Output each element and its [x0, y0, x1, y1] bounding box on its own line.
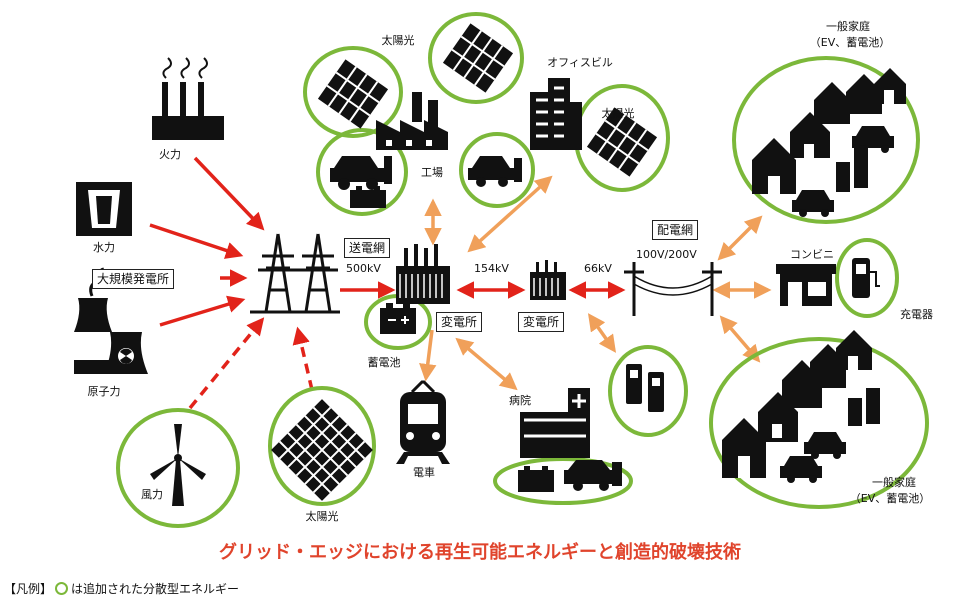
ring-home-bottom [709, 337, 929, 509]
ring-charger [835, 238, 899, 318]
legend: 【凡例】 は追加された分散型エネルギー [4, 580, 239, 597]
label-home-bottom-2: （EV、蓄電池） [849, 492, 931, 505]
ring-home-top [732, 56, 920, 224]
nuclear-plant-icon [74, 267, 148, 374]
label-154kv: 154kV [474, 262, 509, 275]
arrow-nuclear-to-grid [159, 295, 246, 327]
orange-arrows [419, 175, 772, 391]
label-office: オフィスビル [547, 56, 613, 69]
transmission-tower-icon [250, 233, 340, 314]
legend-prefix: 【凡例】 [4, 582, 53, 596]
label-solar-office: 太陽光 [601, 107, 635, 120]
ring-ev-charger [608, 345, 688, 437]
ring-hospital [493, 457, 633, 505]
label-factory: 工場 [421, 166, 443, 179]
label-solar-top: 太陽光 [381, 34, 415, 47]
factory-icon [376, 92, 448, 150]
utility-pole-icon [624, 262, 722, 316]
convenience-store-icon [776, 264, 836, 306]
arrow-office-sub [467, 175, 553, 253]
green-ring-icon [55, 582, 69, 595]
ring-factory-ev [316, 128, 408, 216]
legend-text: は追加された分散型エネルギー [71, 582, 240, 596]
arrow-sub-hospital [455, 337, 518, 391]
label-charger: 充電器 [900, 308, 933, 321]
label-battery: 蓄電池 [367, 356, 401, 369]
solar-panel-icon [271, 23, 658, 501]
label-conveni: コンビニ [790, 248, 834, 261]
label-solar-bottom: 太陽光 [305, 510, 339, 523]
label-hospital: 病院 [509, 394, 531, 407]
label-100v-200v: 100V/200V [636, 248, 697, 261]
label-substation-1: 変電所 [436, 312, 483, 332]
label-500kv: 500kV [346, 262, 381, 275]
label-wind: 風力 [141, 488, 163, 501]
label-66kv: 66kV [584, 262, 612, 275]
arrow-thermal-to-grid [193, 156, 265, 231]
wind-turbine-icon [150, 424, 206, 506]
label-hydro: 水力 [93, 241, 115, 254]
label-distribution: 配電網 [652, 220, 699, 240]
ring-factory-ev2 [459, 132, 535, 208]
label-thermal: 火力 [159, 148, 181, 161]
label-large-plant: 大規模発電所 [92, 269, 175, 289]
ev-charger-icon [626, 258, 880, 412]
hydro-dam-icon [76, 182, 132, 236]
train-icon [396, 380, 450, 464]
red-arrows [149, 156, 626, 410]
transformer-icon [396, 244, 566, 304]
label-train: 電車 [413, 466, 435, 479]
label-home-top-2: （EV、蓄電池） [809, 36, 891, 49]
diagram-caption: グリッド・エッジにおける再生可能エネルギーと創造的破壊技術 [219, 542, 741, 563]
ring-solar-top [428, 12, 524, 104]
ev-car-icon [330, 126, 894, 491]
hospital-icon [520, 388, 590, 458]
label-home-top-1: 一般家庭 [826, 20, 870, 33]
ring-solar-bottom [268, 386, 376, 506]
arrow-pole-home-top [717, 215, 763, 261]
arrow-wind-to-grid [188, 317, 265, 410]
thermal-plant-icon [152, 57, 224, 140]
distributed-energy-rings [116, 12, 929, 528]
office-building-icon [530, 78, 582, 150]
battery-icon [350, 148, 880, 492]
label-substation-2: 変電所 [518, 312, 565, 332]
arrow-sub-train [419, 329, 437, 382]
arrow-sub2-charger [587, 313, 617, 353]
ring-wind [116, 408, 240, 528]
label-transmission: 送電網 [344, 238, 391, 258]
arrow-solar-to-grid [292, 326, 314, 391]
ring-solar-factory [303, 46, 403, 138]
label-nuclear: 原子力 [87, 385, 121, 398]
label-home-bottom-1: 一般家庭 [872, 476, 916, 489]
arrow-hydro-to-grid [149, 223, 244, 259]
arrow-pole-home-bottom [719, 315, 761, 363]
house-icon [722, 68, 906, 478]
